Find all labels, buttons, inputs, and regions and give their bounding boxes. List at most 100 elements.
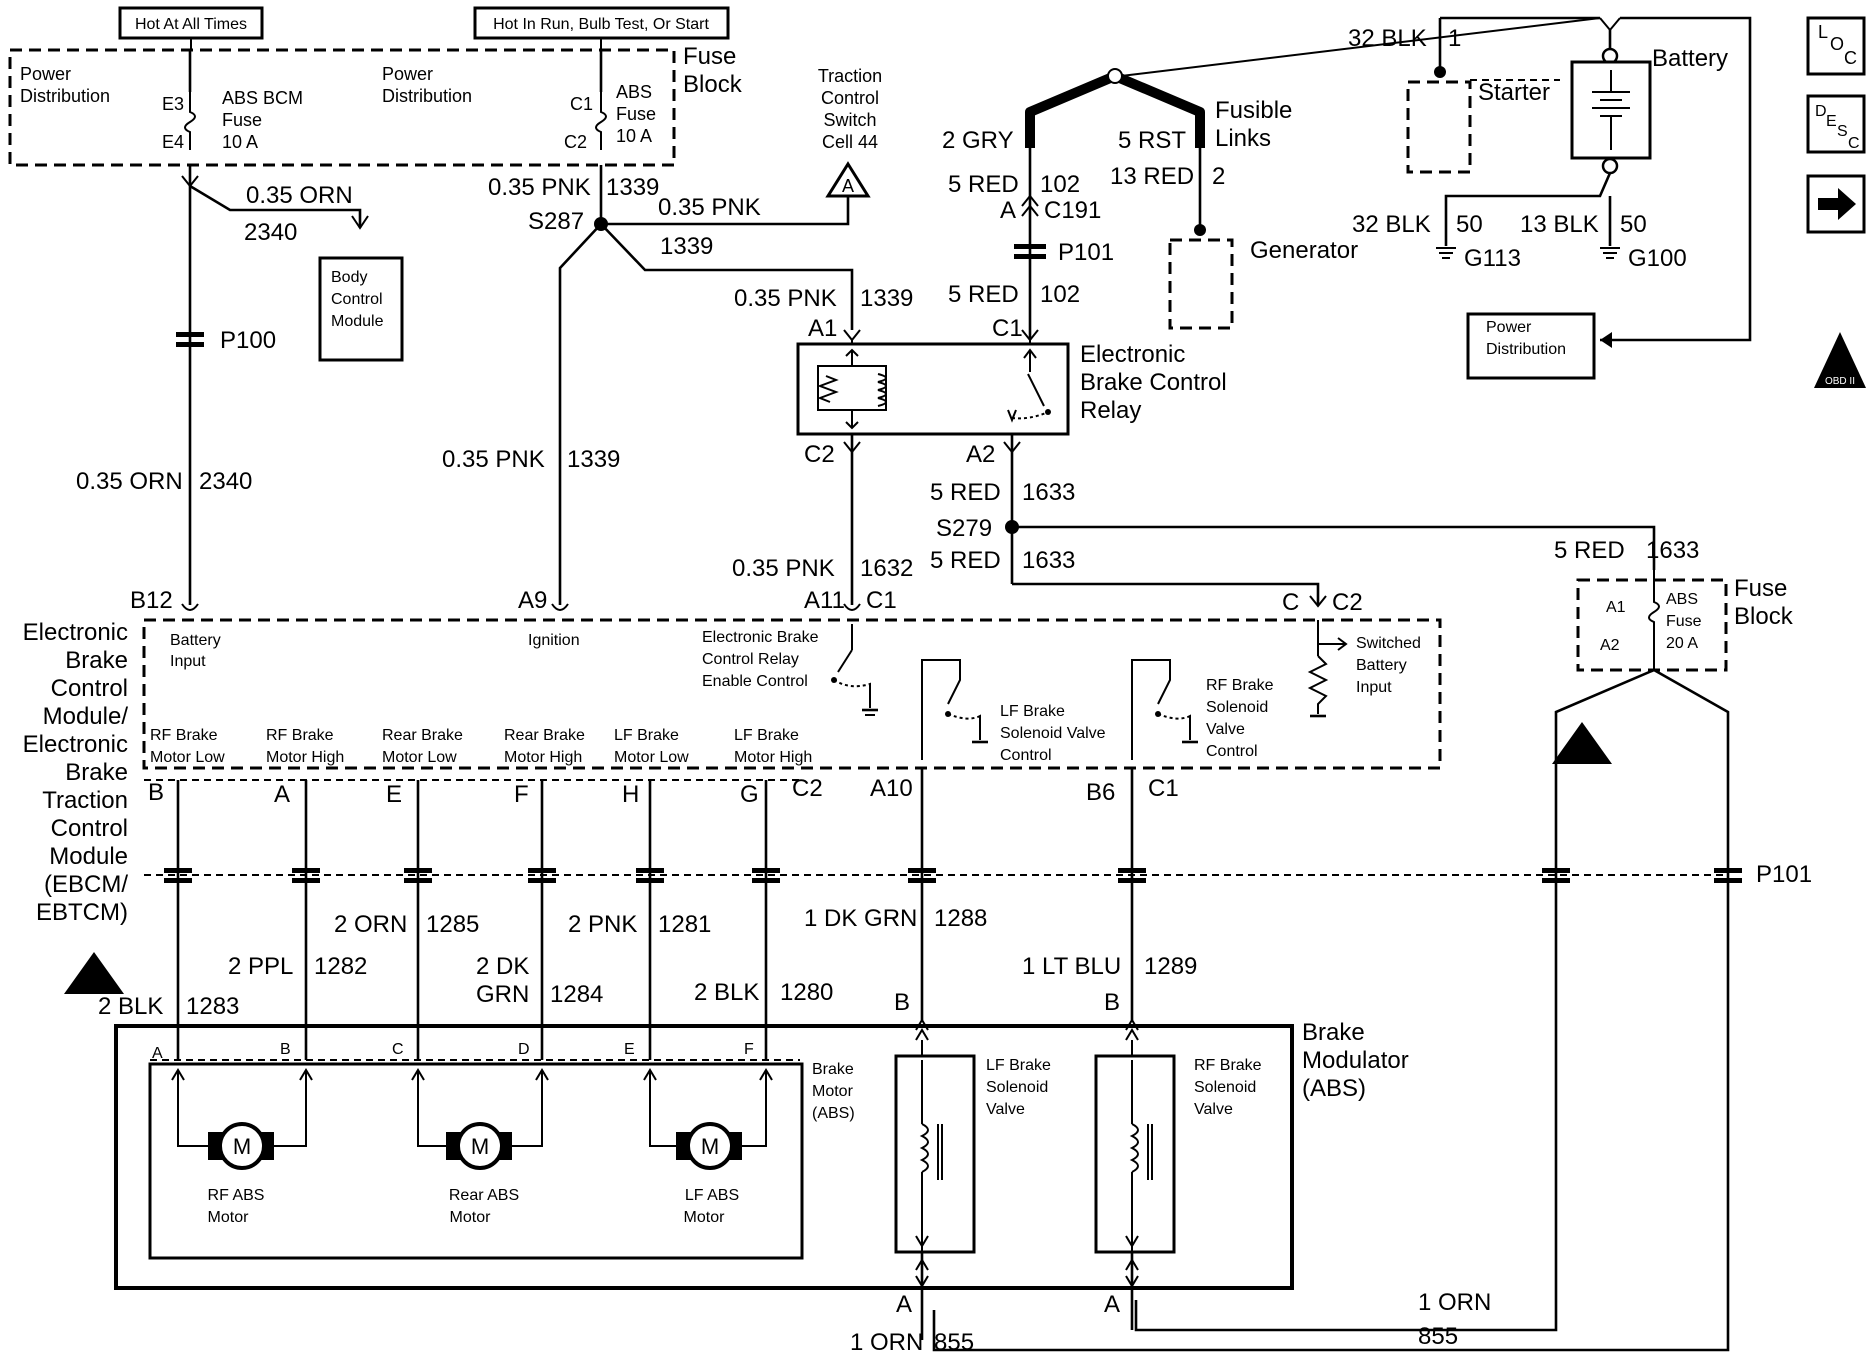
svg-text:Solenoid: Solenoid — [986, 1079, 1048, 1096]
svg-text:A: A — [896, 1291, 912, 1318]
svg-text:32 BLK: 32 BLK — [1348, 25, 1427, 52]
svg-text:C2: C2 — [564, 132, 587, 152]
svg-text:LF ABS: LF ABS — [685, 1187, 739, 1204]
svg-text:(ABS): (ABS) — [1302, 1075, 1366, 1102]
svg-text:1280: 1280 — [780, 979, 833, 1006]
wire-orn-855: 1 ORN 855 1 ORN 855 — [850, 1289, 1491, 1356]
svg-text:A: A — [842, 176, 854, 196]
svg-text:Motor Low: Motor Low — [382, 749, 457, 766]
svg-text:A11: A11 — [804, 587, 845, 614]
rear-motor-icon — [456, 1122, 504, 1170]
svg-text:1281: 1281 — [658, 911, 711, 938]
wire-pnk-1339: 0.35 PNK 1339 S287 0.35 PNK 1339 0.35 PN… — [442, 165, 913, 605]
rf-solenoid-coil-icon — [1129, 1123, 1139, 1173]
abs-fuse-name: ABS — [616, 82, 652, 102]
svg-text:LF Brake: LF Brake — [734, 727, 799, 744]
loc-icon[interactable]: LOC — [1806, 16, 1866, 76]
svg-text:13 RED: 13 RED — [1110, 163, 1194, 190]
svg-text:Motor Low: Motor Low — [614, 749, 689, 766]
svg-text:A10: A10 — [870, 775, 913, 802]
svg-text:5 RST: 5 RST — [1118, 127, 1186, 154]
svg-text:C1: C1 — [1148, 775, 1179, 802]
svg-text:Input: Input — [170, 653, 206, 670]
svg-text:F: F — [744, 1041, 754, 1058]
svg-text:Fuse: Fuse — [222, 110, 262, 130]
svg-text:RF Brake: RF Brake — [150, 727, 218, 744]
svg-text:LF Brake: LF Brake — [1000, 703, 1065, 720]
svg-text:1289: 1289 — [1144, 953, 1197, 980]
relay-switch-icon — [1027, 373, 1045, 407]
hot-at-all-times-label: Hot At All Times — [118, 6, 264, 40]
svg-text:Valve: Valve — [986, 1101, 1025, 1118]
svg-text:Traction: Traction — [42, 787, 128, 814]
hot-in-run-label: Hot In Run, Bulb Test, Or Start — [473, 6, 730, 40]
svg-text:Module: Module — [331, 313, 384, 330]
fuse-20a-icon — [1648, 570, 1660, 670]
svg-text:Control: Control — [821, 88, 879, 108]
motor-wires: 2 BLK 1283 2 PPL 1282 2 ORN 1285 2 DK GR… — [98, 768, 1742, 1060]
svg-text:Fuse: Fuse — [1734, 575, 1787, 602]
svg-text:C1: C1 — [866, 587, 897, 614]
svg-text:Solenoid Valve: Solenoid Valve — [1000, 725, 1106, 742]
brake-modulator: Brake Modulator (ABS) Brake Motor (ABS) … — [114, 989, 1409, 1340]
traction-control-switch: Traction Control Switch Cell 44 A — [818, 66, 882, 198]
svg-text:Control: Control — [1206, 743, 1258, 760]
svg-text:Electronic Brake: Electronic Brake — [702, 629, 819, 646]
svg-text:Rear ABS: Rear ABS — [449, 1187, 519, 1204]
svg-text:Control: Control — [331, 291, 383, 308]
ebcm-bottom-connector: B A E F H G C2 A10 B6 C1 — [144, 775, 1179, 808]
abs-bcm-fuse-name: ABS BCM — [222, 88, 303, 108]
svg-text:Motor: Motor — [812, 1083, 854, 1100]
svg-text:G100: G100 — [1628, 245, 1687, 272]
svg-text:Power: Power — [382, 64, 433, 84]
fuse-block-right: Fuse Block A1 A2 ABS Fuse 20 A — [932, 570, 1794, 1352]
svg-text:C: C — [1848, 135, 1860, 152]
obd-ii-icon: OBD II — [1814, 332, 1866, 388]
svg-text:Rear Brake: Rear Brake — [504, 727, 585, 744]
svg-text:Electronic: Electronic — [23, 731, 128, 758]
svg-text:A: A — [1104, 1291, 1120, 1318]
svg-text:P101: P101 — [1058, 239, 1114, 266]
svg-text:0.35 PNK: 0.35 PNK — [734, 285, 837, 312]
svg-text:P101: P101 — [1756, 861, 1812, 888]
svg-text:1285: 1285 — [426, 911, 479, 938]
svg-text:Brake: Brake — [65, 759, 128, 786]
next-arrow-icon[interactable] — [1806, 174, 1866, 234]
svg-text:102: 102 — [1040, 171, 1080, 198]
svg-text:2 GRY: 2 GRY — [942, 127, 1014, 154]
svg-text:A: A — [274, 781, 290, 808]
svg-text:Fusible: Fusible — [1215, 97, 1292, 124]
svg-text:LF Brake: LF Brake — [986, 1057, 1051, 1074]
svg-text:855: 855 — [1418, 1323, 1458, 1350]
svg-text:2 ORN: 2 ORN — [334, 911, 407, 938]
svg-text:RF ABS: RF ABS — [208, 1187, 265, 1204]
svg-text:LF Brake: LF Brake — [614, 727, 679, 744]
svg-text:Ignition: Ignition — [528, 632, 580, 649]
coil-icon — [877, 373, 887, 407]
svg-text:0.35 PNK: 0.35 PNK — [658, 194, 761, 221]
svg-text:1284: 1284 — [550, 981, 603, 1008]
svg-text:H: H — [622, 781, 639, 808]
svg-text:Solenoid: Solenoid — [1206, 699, 1268, 716]
svg-text:RF Brake: RF Brake — [1206, 677, 1274, 694]
svg-text:1632: 1632 — [860, 555, 913, 582]
svg-text:B: B — [148, 779, 164, 806]
svg-text:Control: Control — [1000, 747, 1052, 764]
svg-text:Brake Control: Brake Control — [1080, 369, 1227, 396]
electronic-brake-control-relay: Electronic Brake Control Relay A1 C1 C2 … — [796, 315, 1227, 468]
svg-text:A2: A2 — [1600, 637, 1620, 654]
svg-text:1: 1 — [1448, 25, 1461, 52]
svg-text:E4: E4 — [162, 132, 184, 152]
svg-text:(ABS): (ABS) — [812, 1105, 855, 1122]
svg-text:2 DK: 2 DK — [476, 953, 529, 980]
ground-wires: 32 BLK 50 13 BLK 50 G113 G100 — [1352, 172, 1687, 272]
svg-text:50: 50 — [1620, 211, 1647, 238]
svg-text:5 RED: 5 RED — [1554, 537, 1625, 564]
svg-text:2 BLK: 2 BLK — [694, 979, 759, 1006]
svg-text:Brake: Brake — [812, 1061, 854, 1078]
abs-bcm-fuse-icon — [184, 92, 196, 150]
svg-text:C2: C2 — [1332, 589, 1363, 616]
svg-text:1 DK GRN: 1 DK GRN — [804, 905, 917, 932]
svg-text:Links: Links — [1215, 125, 1271, 152]
